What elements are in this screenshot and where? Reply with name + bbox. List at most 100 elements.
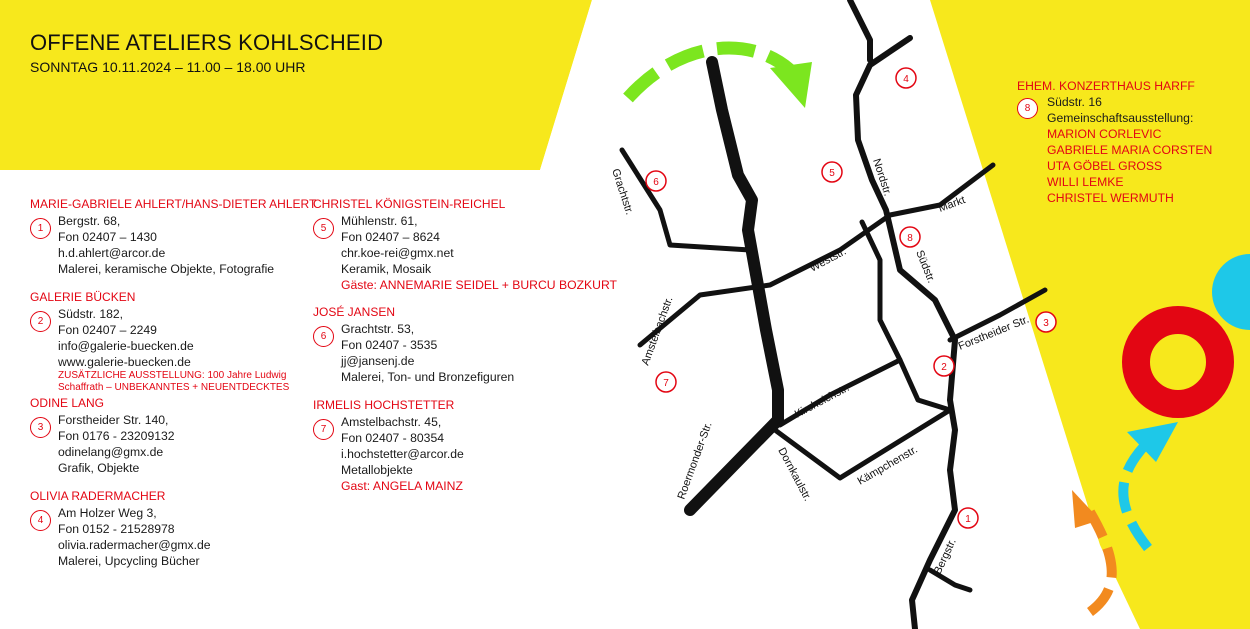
entry-phone: Fon 0152 - 21528978	[58, 522, 175, 536]
entry-email[interactable]: i.hochstetter@arcor.de	[341, 447, 464, 461]
header-yellow-band	[0, 0, 592, 170]
marker-label: 7	[663, 378, 669, 389]
harff-artist: UTA GÖBEL GROSS	[1047, 159, 1163, 173]
harff-artist: CHRISTEL WERMUTH	[1047, 191, 1174, 205]
marker-1	[957, 507, 979, 529]
entry-description: Malerei, keramische Objekte, Fotografie	[58, 262, 275, 276]
road-roermonder	[684, 56, 784, 516]
green-arrowhead	[770, 62, 812, 108]
road-grachtstr	[619, 147, 753, 253]
entry-description: Keramik, Mosaik	[341, 262, 432, 276]
artist-entry-5: CHRISTEL KÖNIGSTEIN-REICHEL 5 Mühlenstr.…	[313, 196, 617, 293]
cyan-arrowhead	[1127, 422, 1178, 462]
entry-website[interactable]: www.galerie-buecken.de	[58, 355, 191, 369]
entry-phone: Fon 0176 - 23209132	[58, 429, 175, 443]
marker-8	[899, 226, 921, 248]
artist-entry-7: IRMELIS HOCHSTETTER 7 Amstelbachstr. 45,…	[313, 397, 464, 494]
entry-number-badge: 6	[313, 326, 334, 347]
cyan-arrow	[1118, 436, 1154, 552]
cyan-circle	[1212, 254, 1250, 330]
orange-arrow	[1085, 509, 1117, 617]
venue-description: Gemeinschaftsausstellung:	[1047, 111, 1194, 125]
marker-label: 4	[903, 74, 909, 85]
page-subtitle: SONNTAG 10.11.2024 – 11.00 – 18.00 UHR	[30, 59, 306, 75]
road-weststr	[637, 212, 893, 348]
entry-address: Amstelbachstr. 45,	[341, 415, 442, 429]
entry-guest: Gäste: ANNEMARIE SEIDEL + BURCU BOZKURT	[341, 278, 617, 292]
street-label: Kircheichstr.	[793, 382, 852, 421]
artist-name: MARIE-GABRIELE AHLERT/HANS-DIETER AHLERT	[30, 197, 317, 211]
harff-artist: MARION CORLEVIC	[1047, 127, 1162, 141]
marker-label: 5	[829, 168, 835, 179]
entry-email[interactable]: chr.koe-rei@gmx.net	[341, 246, 454, 260]
entry-number-badge: 7	[313, 419, 334, 440]
entry-description: Metallobjekte	[341, 463, 413, 477]
entry-email[interactable]: olivia.radermacher@gmx.de	[58, 538, 211, 552]
artist-entry-3: ODINE LANG 3 Forstheider Str. 140, Fon 0…	[30, 395, 175, 476]
marker-label: 6	[653, 177, 659, 188]
artist-name: IRMELIS HOCHSTETTER	[313, 398, 455, 412]
entry-description: Malerei, Ton- und Bronzefiguren	[341, 370, 515, 384]
marker-4	[895, 67, 917, 89]
artist-name: JOSÉ JANSEN	[313, 305, 396, 319]
artist-entry-6: JOSÉ JANSEN 6 Grachtstr. 53, Fon 02407 -…	[313, 304, 514, 385]
entry-phone: Fon 02407 – 1430	[58, 230, 157, 244]
entry-email[interactable]: odinelang@gmx.de	[58, 445, 164, 459]
entry-description: Grafik, Objekte	[58, 461, 140, 475]
green-arrow	[623, 41, 795, 103]
marker-7	[655, 371, 677, 393]
road-kaempchenstr	[772, 407, 953, 481]
entry-number-badge: 2	[30, 311, 51, 332]
marker-2	[933, 355, 955, 377]
artist-name: OLIVIA RADERMACHER	[30, 489, 166, 503]
harff-artist: GABRIELE MARIA CORSTEN	[1047, 143, 1213, 157]
artist-name: GALERIE BÜCKEN	[30, 290, 136, 304]
street-label: Markt	[937, 194, 967, 215]
street-label: Südstr.	[913, 249, 937, 285]
orange-arrowhead	[1072, 490, 1100, 528]
artist-entry-2: GALERIE BÜCKEN 2 Südstr. 182, Fon 02407 …	[30, 289, 289, 394]
marker-label: 1	[965, 514, 971, 525]
artist-entry-1: MARIE-GABRIELE AHLERT/HANS-DIETER AHLERT…	[30, 196, 316, 277]
street-label: Weststr.	[808, 245, 849, 274]
road-bergstr	[927, 567, 973, 593]
entry-phone: Fon 02407 – 8624	[341, 230, 440, 244]
marker-6	[645, 170, 667, 192]
venue-name: EHEM. KONZERTHAUS HARFF	[1017, 79, 1195, 93]
entry-phone: Fon 02407 - 80354	[341, 431, 444, 445]
roads	[619, 0, 1048, 629]
artist-entry-4: OLIVIA RADERMACHER 4 Am Holzer Weg 3, Fo…	[30, 488, 211, 569]
entry-phone: Fon 02407 - 3535	[341, 338, 438, 352]
marker-label: 2	[941, 362, 947, 373]
entry-address: Am Holzer Weg 3,	[58, 506, 157, 520]
marker-5	[821, 161, 843, 183]
entry-email[interactable]: h.d.ahlert@arcor.de	[58, 246, 166, 260]
entry-number-badge: 1	[30, 218, 51, 239]
right-yellow-band	[930, 0, 1250, 629]
entry-email[interactable]: info@galerie-buecken.de	[58, 339, 194, 353]
entry-number-badge: 5	[313, 218, 334, 239]
road-kircheichstr	[777, 357, 903, 428]
entry-number-badge: 4	[30, 510, 51, 531]
marker-label: 8	[907, 233, 913, 244]
entry-address: Grachtstr. 53,	[341, 322, 415, 336]
street-label: Amstelbachstr.	[640, 295, 676, 367]
entry-email[interactable]: jj@jansenj.de	[341, 354, 415, 368]
entry-guest: Gast: ANGELA MAINZ	[341, 479, 463, 493]
entry-number-badge: 8	[1017, 98, 1038, 119]
artist-name: CHRISTEL KÖNIGSTEIN-REICHEL	[313, 197, 506, 211]
entry-phone: Fon 02407 – 2249	[58, 323, 157, 337]
road-nordstr-suedstr	[853, 35, 958, 629]
entry-address: Bergstr. 68,	[58, 214, 121, 228]
marker-3	[1035, 311, 1057, 333]
harff-entry: EHEM. KONZERTHAUS HARFF 8 Südstr. 16 Gem…	[1017, 78, 1212, 206]
road-forstheider	[947, 287, 1048, 343]
red-ring	[1122, 306, 1234, 418]
venue-address: Südstr. 16	[1047, 95, 1102, 109]
marker-label: 3	[1043, 318, 1049, 329]
page-title: OFFENE ATELIERS KOHLSCHEID	[30, 30, 384, 55]
entry-address: Mühlenstr. 61,	[341, 214, 418, 228]
entry-address: Forstheider Str. 140,	[58, 413, 169, 427]
artist-name: ODINE LANG	[30, 396, 105, 410]
